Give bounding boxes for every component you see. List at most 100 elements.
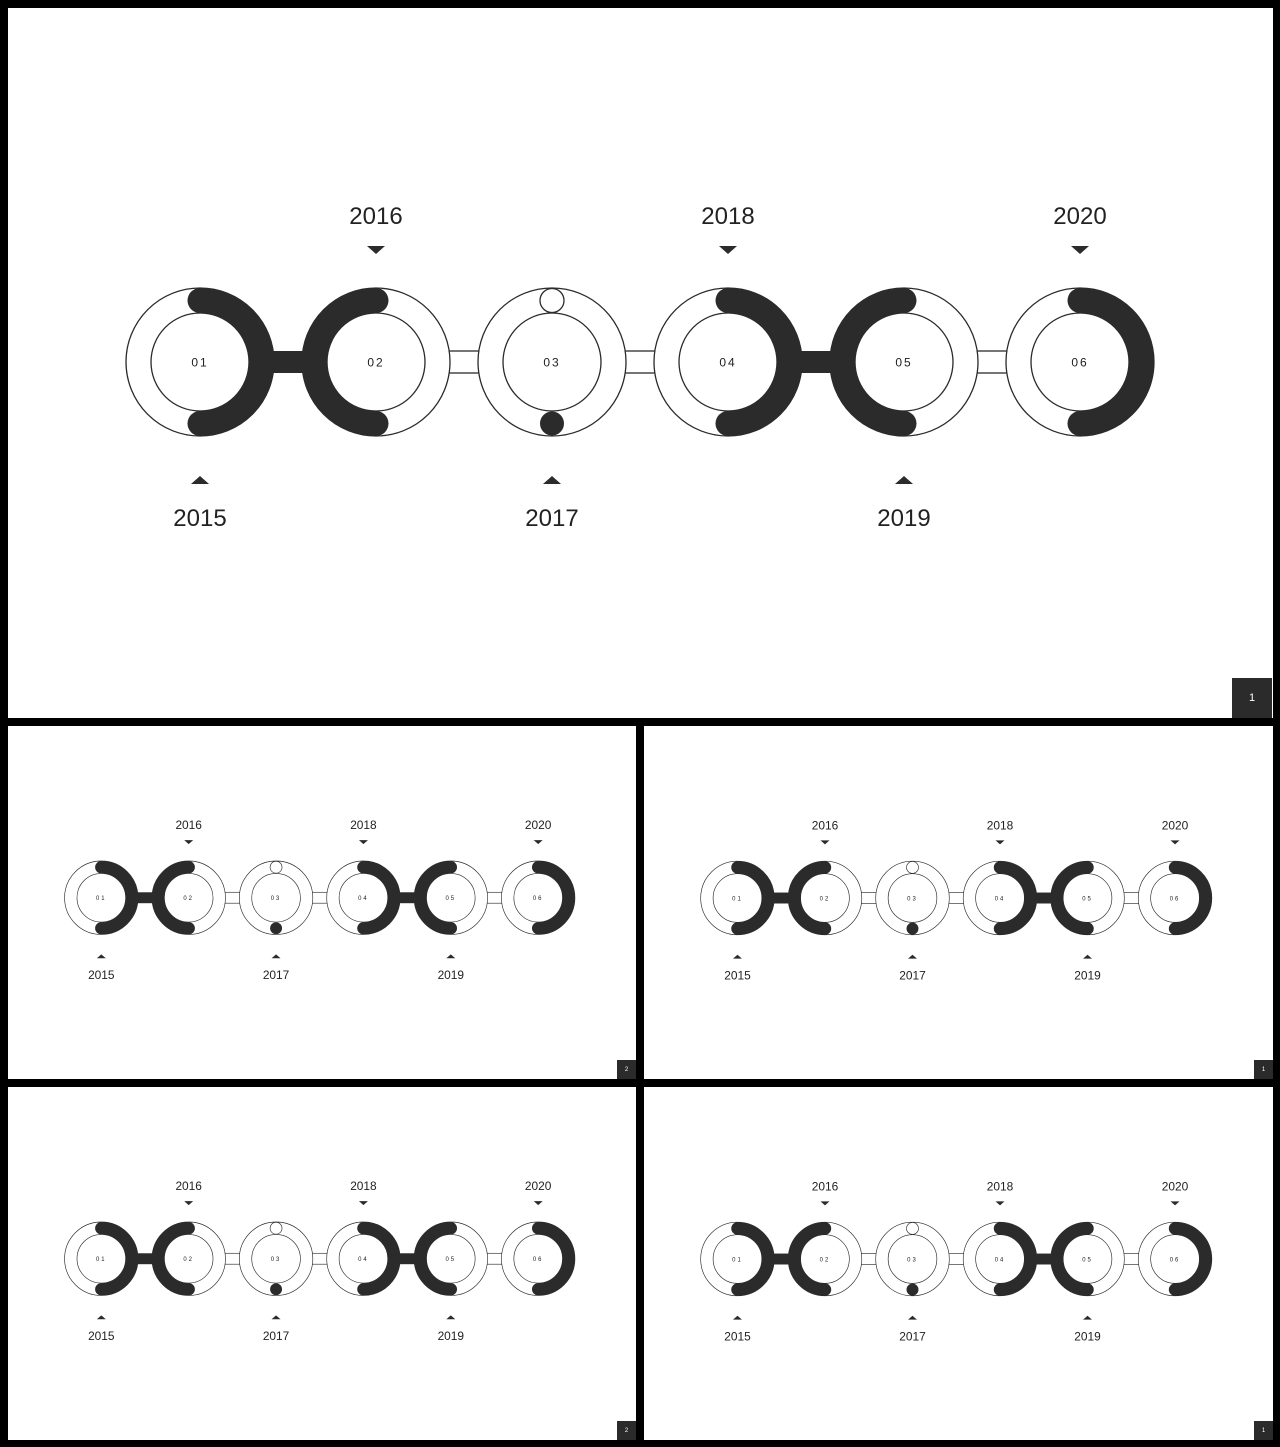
year-label: 2015: [724, 969, 751, 983]
connector-bar-thick: [398, 892, 417, 904]
triangle-down-icon: [367, 246, 385, 254]
year-label: 2015: [88, 968, 115, 982]
node-number: 01: [732, 896, 743, 902]
hollow-dot: [906, 1222, 919, 1235]
node-number: 02: [183, 1257, 194, 1263]
progress-arc: [414, 1222, 458, 1296]
year-label: 2016: [812, 818, 839, 832]
timeline-node-03: 03 2017: [477, 287, 627, 532]
connector-bar-thin: [972, 350, 1012, 374]
filled-dot: [270, 922, 283, 935]
triangle-down-icon: [1071, 246, 1089, 254]
node-number: 06: [1170, 1257, 1181, 1263]
timeline-node-04: 04 2018: [962, 818, 1038, 936]
triangle-down-icon: [184, 1201, 194, 1206]
triangle-down-icon: [995, 1201, 1005, 1206]
year-label: 2018: [987, 1179, 1014, 1193]
triangle-up-icon: [732, 1315, 742, 1320]
year-label: 2017: [899, 969, 926, 983]
node-number: 03: [907, 896, 918, 902]
year-label: 2017: [263, 968, 290, 982]
connector-bar-thick: [772, 892, 791, 904]
hollow-dot: [539, 287, 565, 314]
node-number: 04: [358, 896, 369, 902]
triangle-down-icon: [1170, 840, 1180, 845]
filled-dot: [906, 922, 919, 935]
filled-dot: [906, 1283, 919, 1296]
progress-arc: [531, 861, 575, 935]
triangle-down-icon: [719, 246, 737, 254]
triangle-up-icon: [96, 954, 106, 959]
year-label: 2015: [724, 1330, 751, 1344]
connector-bar-thick: [270, 351, 306, 373]
progress-arc: [1168, 1222, 1212, 1296]
slide-number-badge: 1: [1254, 1421, 1273, 1440]
connector-bar-thick: [398, 1253, 417, 1265]
progress-arc: [95, 861, 138, 935]
hollow-dot: [906, 861, 919, 874]
progress-arc: [731, 1222, 775, 1296]
filled-dot: [540, 411, 564, 436]
year-label: 2017: [263, 1329, 290, 1343]
slide-number-badge: 2: [617, 1060, 636, 1079]
year-label: 2016: [812, 1179, 839, 1193]
connector-bar-thick: [1034, 892, 1053, 904]
year-label: 2018: [350, 1179, 377, 1193]
triangle-down-icon: [820, 840, 830, 845]
node-number: 02: [183, 896, 194, 902]
progress-arc: [830, 288, 917, 436]
node-number: 03: [907, 1257, 918, 1263]
connector-bar-thick: [136, 1253, 154, 1265]
triangle-down-icon: [358, 1201, 368, 1206]
triangle-down-icon: [1170, 1201, 1180, 1206]
triangle-up-icon: [895, 476, 913, 484]
year-label: 2019: [1074, 1330, 1101, 1344]
year-label: 2018: [987, 818, 1014, 832]
node-number: 04: [995, 896, 1006, 902]
triangle-up-icon: [908, 954, 917, 959]
progress-arc: [715, 288, 802, 436]
year-label: 2017: [525, 505, 578, 532]
year-label: 2019: [438, 1329, 465, 1343]
slide-number-badge: 1: [1232, 678, 1272, 718]
progress-arc: [357, 1222, 401, 1296]
node-number: 06: [533, 896, 544, 902]
hollow-dot: [269, 1221, 283, 1235]
slide-number-badge: 2: [617, 1421, 636, 1440]
node-number: 01: [96, 1257, 107, 1263]
node-number: 04: [358, 1257, 369, 1263]
node-number: 04: [719, 356, 736, 370]
timeline-node-03: 03 2017: [875, 860, 950, 983]
progress-arc: [1050, 1222, 1094, 1296]
triangle-up-icon: [732, 954, 742, 959]
node-number: 01: [191, 356, 208, 370]
triangle-up-icon: [96, 1315, 106, 1320]
triangle-up-icon: [446, 954, 456, 959]
node-number: 03: [543, 356, 560, 370]
connector-bar-thick: [136, 892, 154, 904]
